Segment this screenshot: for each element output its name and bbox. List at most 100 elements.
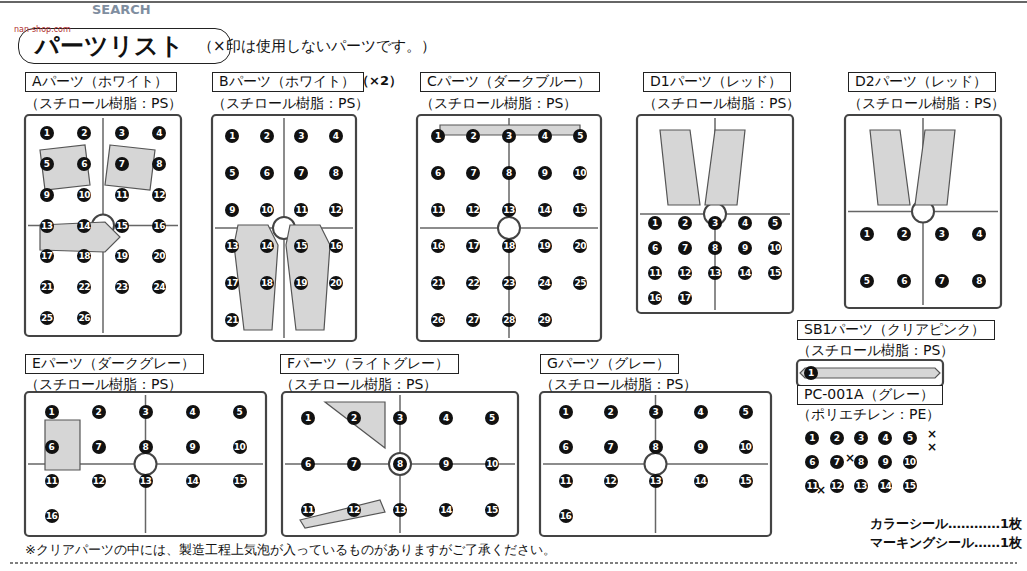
callout-number: 21 [40,280,54,294]
note: （×印は使用しないパーツです。） [198,38,436,55]
callout-number: 13 [502,203,516,217]
callout-number: 2 [260,129,274,143]
callout-number: 6 [77,157,91,171]
callout-number: 14 [538,203,552,217]
callout-number: 13 [708,266,722,280]
callout-number: 3 [393,411,407,425]
callout-number: 6 [260,166,274,180]
runner-name: SB1パーツ（クリアピンク） [804,321,988,339]
callout-number: 6 [805,455,819,469]
runner-label-box: D1パーツ（レッド） [643,72,791,92]
runner-label-box: Aパーツ（ホワイト） [25,72,177,92]
callout-number: 22 [466,276,480,290]
callout-number: 2 [77,126,91,140]
callout-number: 22 [77,280,91,294]
callout-number: 14 [694,474,708,488]
callout-number: 7 [678,241,692,255]
callout-number: 29 [538,313,552,327]
callout-number: 5 [485,411,499,425]
callout-number: 11 [431,203,445,217]
part-shape [660,130,700,205]
callout-number: 7 [294,166,308,180]
unused-mark: × [927,441,937,455]
callout-number: 15 [739,474,753,488]
callout-number: 17 [678,291,692,305]
callout-number: 19 [115,249,129,263]
callout-number: 1 [301,411,315,425]
watermark: SEARCH [92,3,151,18]
callout-number: 9 [225,203,239,217]
callout-number: 23 [502,276,516,290]
callout-number: 3 [649,405,663,419]
callout-number: 1 [225,129,239,143]
callout-number: 11 [648,266,662,280]
gate-ring [135,453,157,475]
part-shape [45,420,80,470]
callout-number: 4 [694,405,708,419]
callout-number: 12 [678,266,692,280]
callout-number: 5 [768,216,782,230]
part-shape [286,225,330,330]
callout-number: 12 [92,474,106,488]
runner-frame [282,392,518,536]
material: （スチロール樹脂：PS） [540,376,697,392]
callout-number: 1 [40,126,54,140]
callout-number: 14 [77,219,91,233]
material: （スチロール樹脂：PS） [280,376,437,392]
callout-number: 16 [152,219,166,233]
callout-number: 17 [466,239,480,253]
callout-number: 20 [329,276,343,290]
callout-number: 1 [648,216,662,230]
callout-number: 9 [40,188,54,202]
callout-number: 10 [485,457,499,471]
part-shape [800,368,940,378]
material: （スチロール樹脂：PS） [25,376,182,392]
runner-name: D1パーツ（レッド） [650,73,784,91]
gate-ring [389,453,411,475]
runner-label-box: SB1パーツ（クリアピンク） [797,320,995,340]
callout-number: 3 [115,126,129,140]
callout-number: 16 [559,509,573,523]
top-rule [0,1,1027,3]
callout-number: 26 [431,313,445,327]
callout-number: 2 [830,431,844,445]
callout-number: 1 [431,129,445,143]
title-text: パーツリスト [35,31,186,61]
callout-number: 4 [878,431,892,445]
callout-number: 19 [294,276,308,290]
callout-number: 5 [903,431,917,445]
callout-number: 11 [805,479,819,493]
callout-number: 28 [502,313,516,327]
callout-number: 6 [301,457,315,471]
callout-number: 15 [573,203,587,217]
runner-label-box: D2パーツ（レッド） [848,72,996,92]
callout-number: 25 [573,276,587,290]
part-shape [234,225,278,330]
callout-number: 4 [439,411,453,425]
callout-number: 16 [45,509,59,523]
callout-number: 8 [502,166,516,180]
callout-number: 3 [854,431,868,445]
callout-number: 1 [45,405,59,419]
material: （スチロール樹脂：PS） [797,342,954,358]
runner-frame [25,392,266,536]
callout-number: 27 [466,313,480,327]
callout-number: 8 [972,274,986,288]
callout-number: 13 [854,479,868,493]
callout-number: 19 [538,239,552,253]
callout-number: 10 [573,166,587,180]
callout-number: 10 [739,440,753,454]
callout-number: 5 [573,129,587,143]
callout-number: 12 [604,474,618,488]
callout-number: 6 [897,274,911,288]
runner-frame [797,360,943,386]
callout-number: 9 [878,455,892,469]
callout-number: 7 [92,440,106,454]
callout-number: 1 [804,366,818,380]
runner-label-box: Gパーツ（グレー） [540,354,679,374]
quantity: （×2） [356,74,402,89]
callout-number: 2 [92,405,106,419]
callout-number: 13 [649,474,663,488]
callout-number: 25 [40,311,54,325]
